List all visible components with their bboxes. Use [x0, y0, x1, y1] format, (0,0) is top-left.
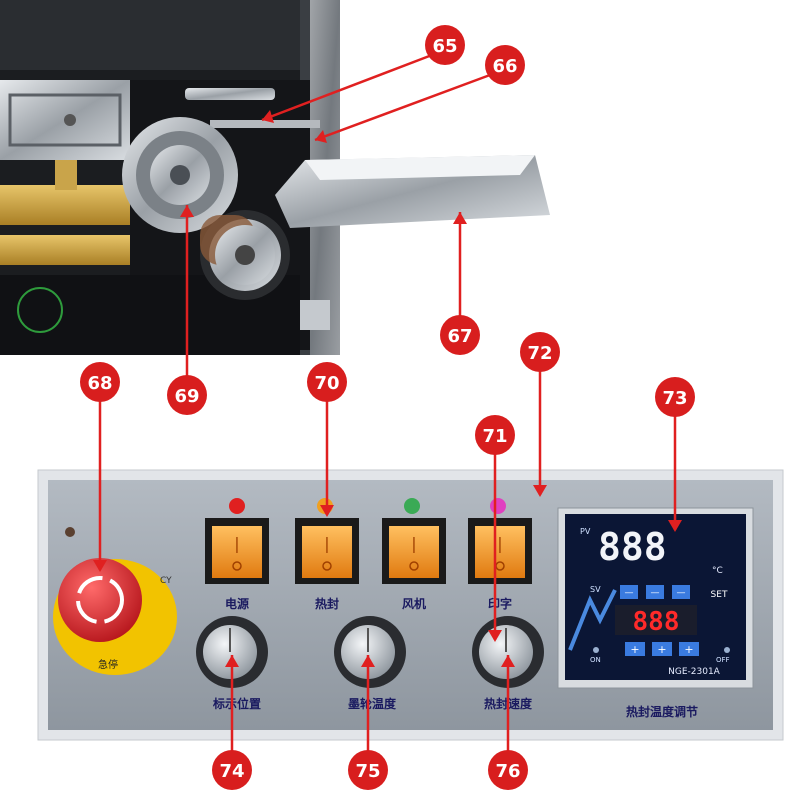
emergency-stop-label: 急停 [98, 658, 118, 671]
svg-text:|: | [497, 534, 502, 553]
machine-photo [0, 0, 550, 355]
sv-label: SV [590, 585, 601, 594]
minus-glyph: — [677, 588, 686, 598]
knob-label-mark-position: 标示位置 [212, 696, 261, 711]
callout-70: 70 [307, 362, 347, 402]
callout-71: 71 [475, 415, 515, 455]
callout-69: 69 [167, 375, 207, 415]
callout-text: 69 [174, 386, 199, 407]
switch-power[interactable]: | [205, 518, 269, 584]
callout-text: 74 [219, 761, 244, 782]
callout-text: 70 [314, 373, 339, 394]
switch-print[interactable]: | [468, 518, 532, 584]
callout-badges: 65 66 67 68 69 70 71 72 73 74 75 76 [80, 25, 695, 790]
callout-text: 75 [355, 761, 380, 782]
minus-glyph: — [625, 588, 634, 598]
callout-text: 67 [447, 326, 472, 347]
switch-label-fan: 风机 [402, 596, 426, 611]
callout-75: 75 [348, 750, 388, 790]
minus-button-3[interactable] [672, 585, 690, 599]
leader-lines [98, 53, 677, 755]
off-label: OFF [716, 656, 730, 664]
callout-text: 68 [87, 373, 112, 394]
plus-button-3[interactable] [679, 642, 699, 656]
callout-74: 74 [212, 750, 252, 790]
emergency-ring-text: CY [160, 576, 172, 586]
callout-text: 71 [482, 426, 507, 447]
on-label: ON [590, 656, 601, 664]
callout-text: 72 [527, 343, 552, 364]
plus-button-2[interactable] [652, 642, 672, 656]
callout-text: 66 [492, 56, 517, 77]
leader-arrows [93, 110, 682, 667]
switch-fan[interactable]: | [382, 518, 446, 584]
callout-67: 67 [440, 315, 480, 355]
unit-label: °C [712, 566, 723, 576]
decor-stripe [568, 589, 617, 651]
sv-display: 888 [633, 607, 680, 637]
knob-mark-position[interactable] [196, 616, 268, 688]
set-label: SET [711, 590, 728, 600]
switch-label-print: 印字 [488, 596, 512, 611]
plus-button-1[interactable] [625, 642, 645, 656]
knob-label-ink-wheel-temp: 墨轮温度 [348, 696, 397, 711]
plus-glyph: + [657, 643, 666, 656]
callout-72: 72 [520, 332, 560, 372]
callout-text: 65 [432, 36, 457, 57]
pv-display: 888 [598, 525, 667, 569]
print-icon [490, 498, 506, 514]
plus-buttons: + + + [625, 642, 699, 656]
model-label: NGE-2301A [668, 667, 721, 677]
callout-66: 66 [485, 45, 525, 85]
pressure-wheel [200, 210, 290, 300]
callout-73: 73 [655, 377, 695, 417]
fan-icon [404, 498, 420, 514]
knob-seal-speed[interactable] [472, 616, 544, 688]
minus-glyph: — [651, 588, 660, 598]
minus-buttons: — — — [620, 585, 690, 599]
control-panel: | | | | 电源 热封 风机 印字 [37, 469, 784, 741]
knob-ink-wheel-temp[interactable] [334, 616, 406, 688]
pv-label: PV [580, 527, 591, 536]
callout-76: 76 [488, 750, 528, 790]
switch-label-heat-seal: 热封 [315, 596, 339, 611]
svg-text:|: | [234, 534, 239, 553]
callout-68: 68 [80, 362, 120, 402]
callout-text: 73 [662, 388, 687, 409]
plus-glyph: + [630, 643, 639, 656]
switch-heat-seal[interactable]: | [295, 518, 359, 584]
power-icon [229, 498, 245, 514]
svg-text:|: | [411, 534, 416, 553]
seal-wheel [122, 117, 238, 233]
svg-text:|: | [324, 534, 329, 553]
controller-panel-label: 热封温度调节 [626, 704, 698, 719]
callout-text: 76 [495, 761, 520, 782]
switch-label-power: 电源 [225, 596, 249, 611]
callout-65: 65 [425, 25, 465, 65]
plus-glyph: + [684, 643, 693, 656]
temperature-controller: PV 888 °C SV — — — SET 888 + + [557, 507, 754, 689]
heater-block [0, 185, 140, 225]
minus-button-2[interactable] [646, 585, 664, 599]
set-button[interactable] [705, 585, 733, 601]
emergency-stop-button[interactable]: CY 急停 [53, 558, 177, 675]
minus-button-1[interactable] [620, 585, 638, 599]
